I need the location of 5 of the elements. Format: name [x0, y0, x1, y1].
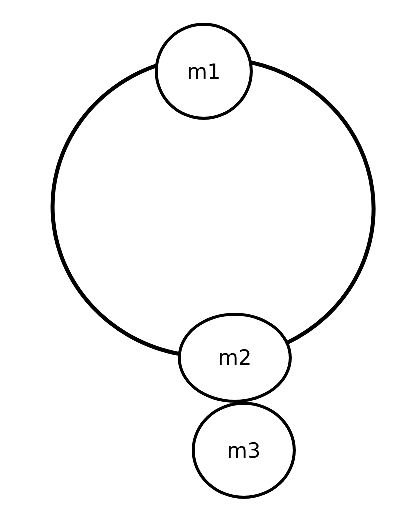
node-label: m2 — [218, 346, 252, 370]
arc-connector — [50, 64, 180, 356]
node-label: m1 — [187, 60, 221, 84]
node-label: m3 — [227, 438, 261, 462]
arc-connector — [250, 60, 376, 345]
